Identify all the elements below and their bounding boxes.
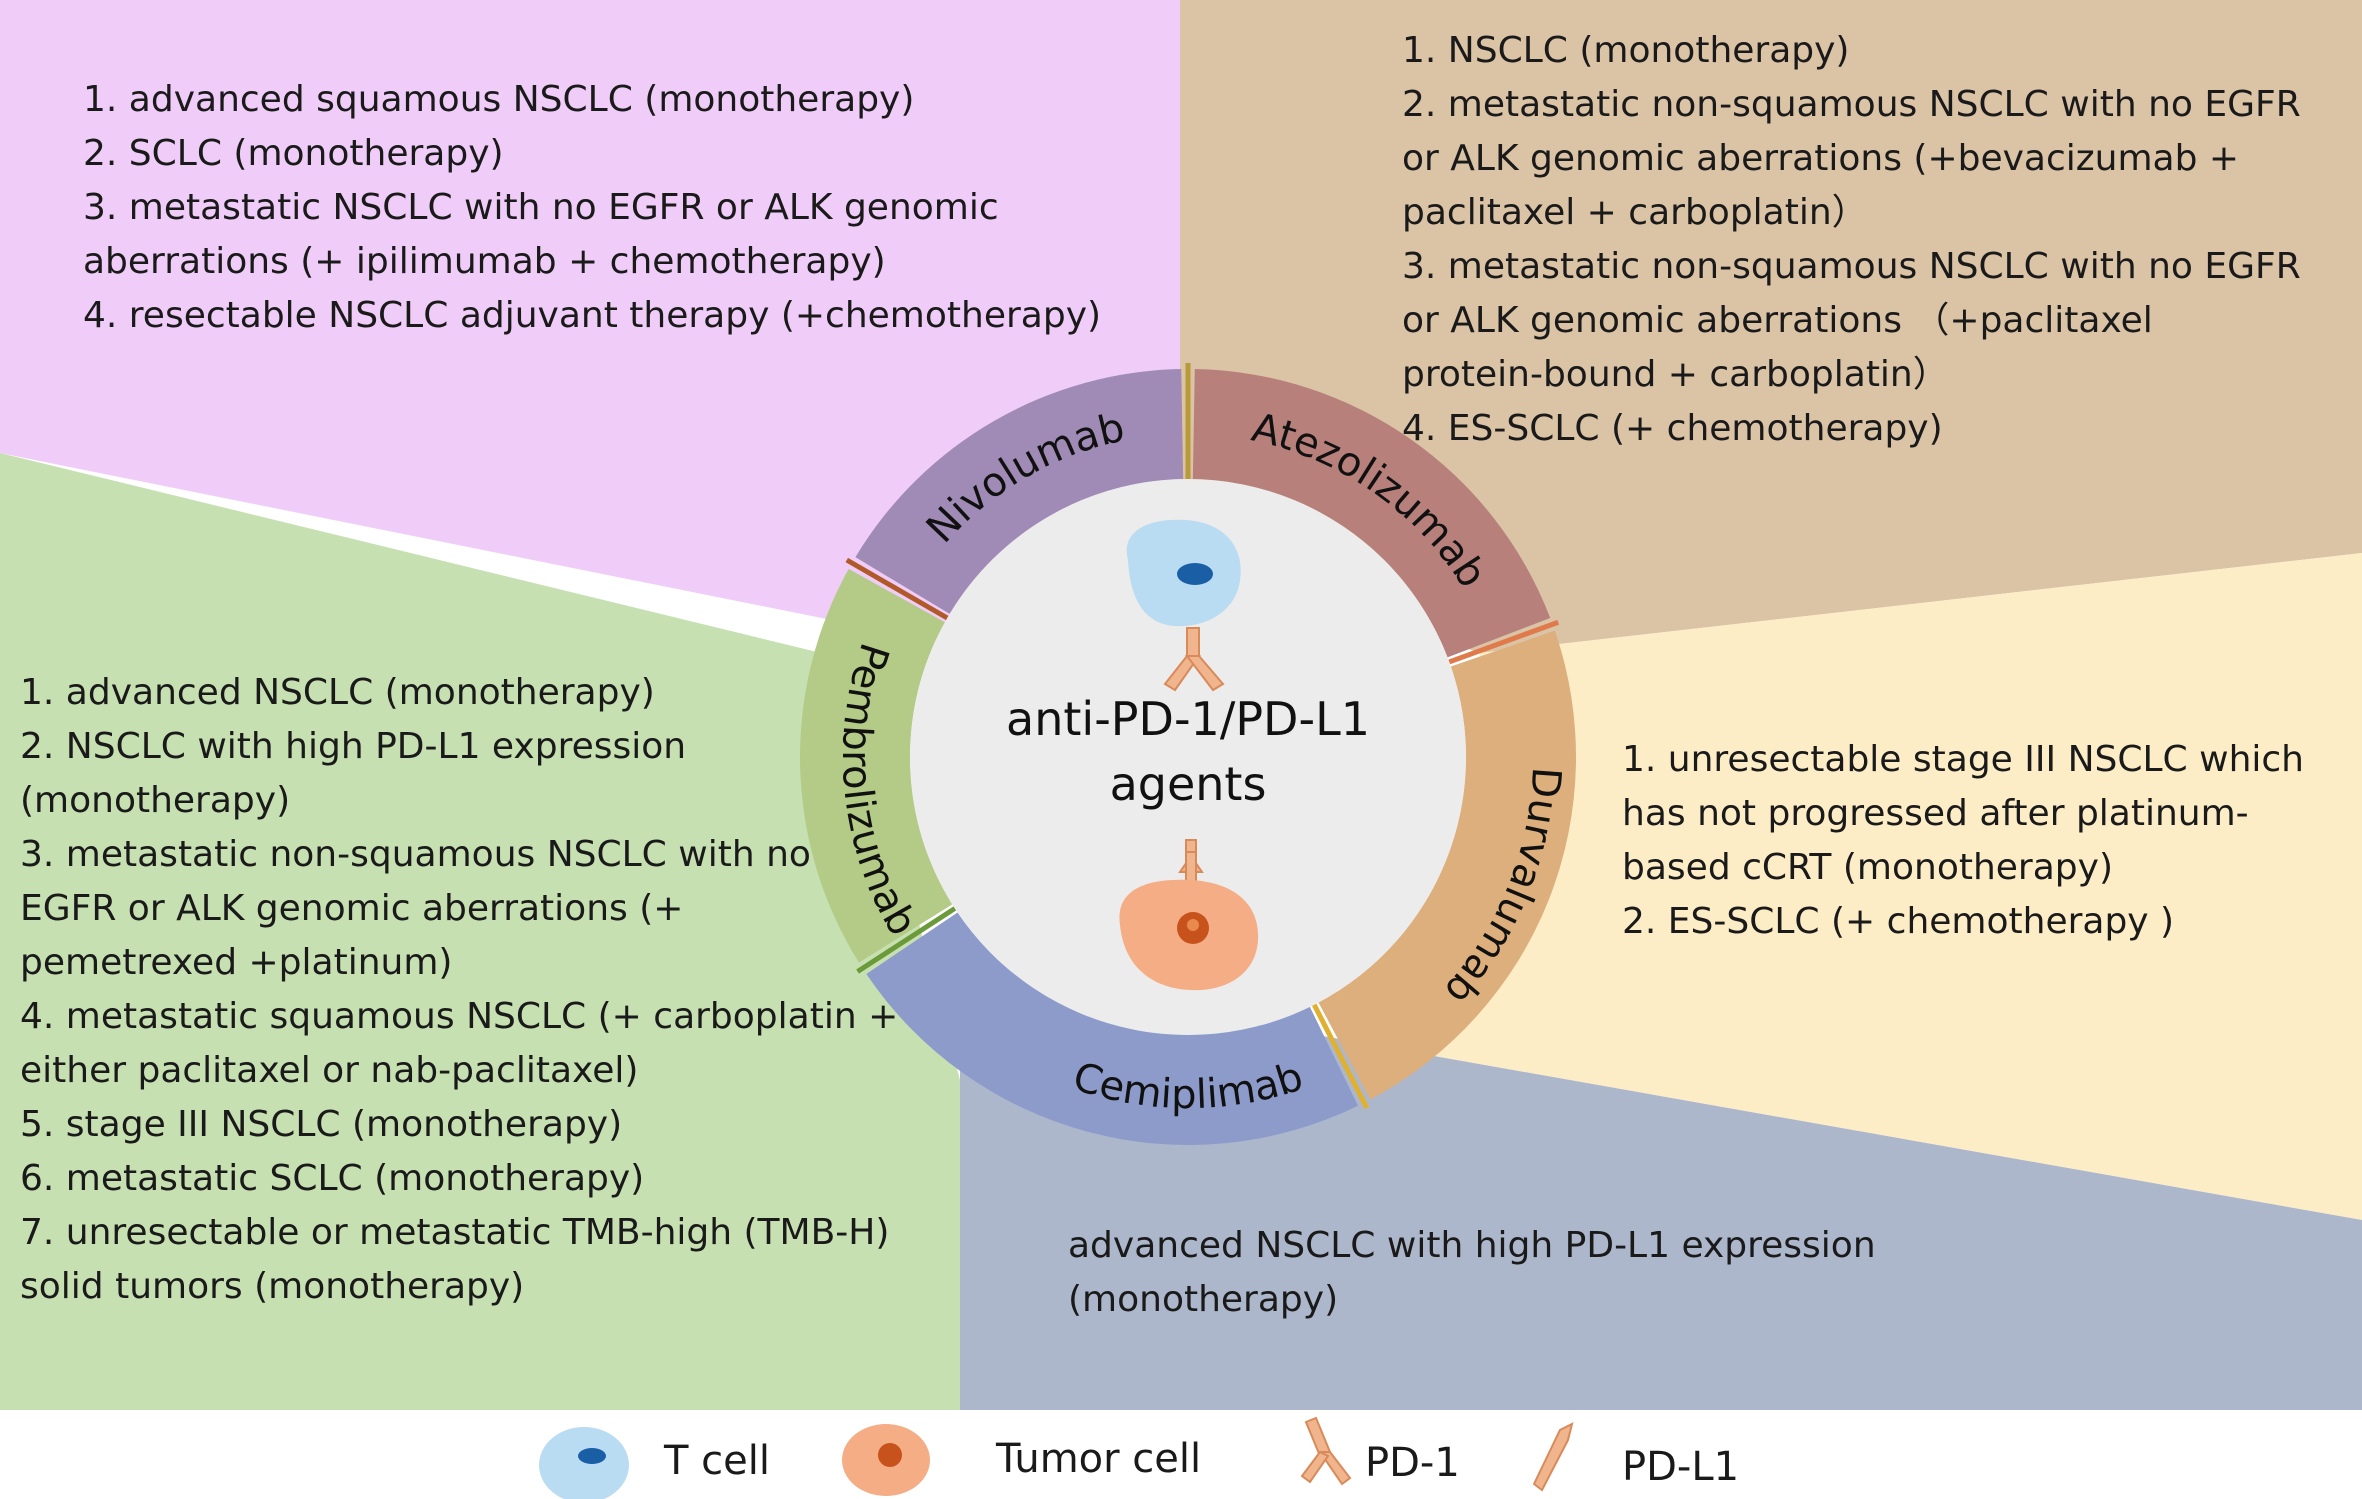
- legend-tumor-cell-icon: [842, 1424, 930, 1496]
- ring-divider: [845, 557, 949, 621]
- atezolizumab-indications: 1. NSCLC (monotherapy) 2. metastatic non…: [1402, 24, 2301, 456]
- list-item: 2. NSCLC with high PD-L1 expression: [20, 726, 687, 767]
- pembrolizumab-region: [0, 453, 960, 1410]
- list-item: EGFR or ALK genomic aberrations (+: [20, 888, 684, 929]
- cemiplimab-indications: advanced NSCLC with high PD-L1 expressio…: [1068, 1219, 1876, 1327]
- list-item: or ALK genomic aberrations (+bevacizumab…: [1402, 138, 2240, 179]
- list-item: 1. NSCLC (monotherapy): [1402, 30, 1850, 71]
- list-item: (monotherapy): [20, 780, 291, 821]
- ring-segment-durvalumab: [1318, 630, 1576, 1100]
- legend-pd-l1-icon: [1532, 1422, 1574, 1492]
- list-item: 3. metastatic non-squamous NSCLC with no…: [1402, 246, 2301, 287]
- ring-dividers: [845, 363, 1560, 1110]
- durvalumab-indications: 1. unresectable stage III NSCLC which ha…: [1622, 733, 2304, 949]
- list-item: 4. metastatic squamous NSCLC (+ carbopla…: [20, 996, 899, 1037]
- pd-1-icon: [1163, 627, 1225, 692]
- legend-pd-1-label: PD-1: [1365, 1440, 1460, 1486]
- ring-segment-nivolumab: [855, 369, 1184, 614]
- list-item: 3. metastatic non-squamous NSCLC with no: [20, 834, 811, 875]
- atezolizumab-region: [1180, 0, 2362, 653]
- legend-pd-1-icon: [1300, 1416, 1352, 1486]
- list-item: paclitaxel + carboplatin）: [1402, 192, 1868, 233]
- list-item: 2. metastatic non-squamous NSCLC with no…: [1402, 84, 2301, 125]
- list-item: 5. stage III NSCLC (monotherapy): [20, 1104, 623, 1145]
- t-cell-icon: [1126, 519, 1241, 627]
- list-item: aberrations (+ ipilimumab + chemotherapy…: [83, 241, 886, 282]
- center-disc: [910, 479, 1466, 1035]
- list-item: advanced NSCLC with high PD-L1 expressio…: [1068, 1225, 1876, 1266]
- pembrolizumab-indications: 1. advanced NSCLC (monotherapy) 2. NSCLC…: [20, 666, 898, 1314]
- legend-tumor-cell-label: Tumor cell: [996, 1436, 1202, 1482]
- list-item: 4. resectable NSCLC adjuvant therapy (+c…: [83, 295, 1102, 336]
- center-subtitle: agents: [1110, 757, 1267, 811]
- ring-divider: [1448, 619, 1560, 665]
- nivolumab-indications: 1. advanced squamous NSCLC (monotherapy)…: [83, 73, 1101, 343]
- list-item: 2. SCLC (monotherapy): [83, 133, 504, 174]
- center-title: anti-PD-1/PD-L1: [1006, 692, 1370, 746]
- list-item: solid tumors (monotherapy): [20, 1266, 525, 1307]
- legend-t-cell-icon: [539, 1427, 629, 1499]
- ring-segment-pembrolizumab: [800, 568, 953, 963]
- list-item: either paclitaxel or nab-paclitaxel): [20, 1050, 639, 1091]
- legend-pd-l1-label: PD-L1: [1622, 1444, 1740, 1490]
- list-item: or ALK genomic aberrations （+paclitaxel: [1402, 300, 2153, 341]
- list-item: 1. unresectable stage III NSCLC which: [1622, 739, 2304, 780]
- list-item: 4. ES-SCLC (+ chemotherapy): [1402, 408, 1943, 449]
- list-item: pemetrexed +platinum): [20, 942, 453, 983]
- ring-segment-cemiplimab: [866, 912, 1359, 1145]
- list-item: has not progressed after platinum-: [1622, 793, 2249, 834]
- list-item: (monotherapy): [1068, 1279, 1339, 1320]
- list-item: based cCRT (monotherapy): [1622, 847, 2113, 888]
- list-item: 1. advanced squamous NSCLC (monotherapy): [83, 79, 915, 120]
- list-item: protein-bound + carboplatin）: [1402, 354, 1949, 395]
- list-item: 7. unresectable or metastatic TMB-high (…: [20, 1212, 890, 1253]
- list-item: 6. metastatic SCLC (monotherapy): [20, 1158, 645, 1199]
- ring-divider: [1311, 1003, 1370, 1110]
- tumor-cell-icon: [1119, 879, 1259, 991]
- ring-segment-atezolizumab: [1192, 369, 1551, 658]
- pd-l1-icon: [1178, 839, 1204, 893]
- list-item: 1. advanced NSCLC (monotherapy): [20, 672, 655, 713]
- list-item: 3. metastatic NSCLC with no EGFR or ALK …: [83, 187, 999, 228]
- durvalumab-region: [1400, 553, 2362, 1220]
- ring-divider: [856, 906, 957, 974]
- legend-t-cell-label: T cell: [664, 1438, 770, 1484]
- list-item: 2. ES-SCLC (+ chemotherapy ): [1622, 901, 2175, 942]
